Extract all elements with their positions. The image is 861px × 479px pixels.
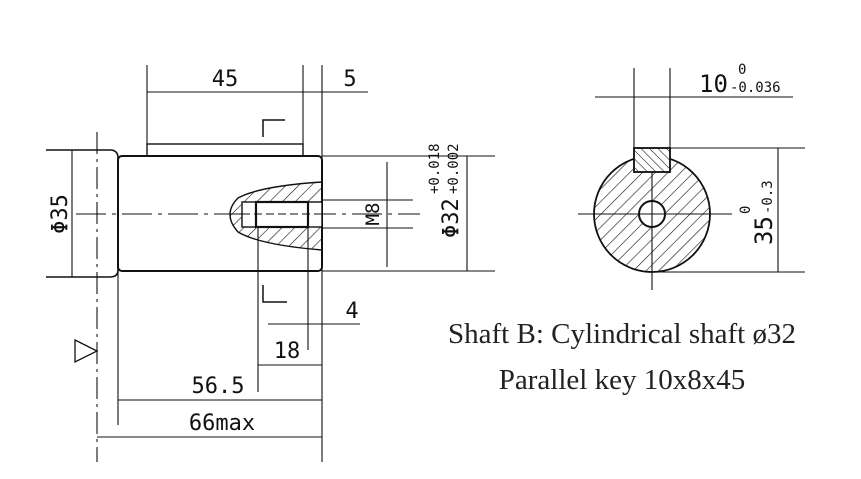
shaft-side-view bbox=[46, 65, 495, 462]
dim-total-length: 66max bbox=[189, 411, 255, 436]
dim-shaft-tol-upper: +0.018 bbox=[427, 143, 443, 194]
dim-thread-depth: 18 bbox=[274, 339, 301, 364]
dim-thread: M8 bbox=[362, 203, 384, 226]
dim-shaft-diameter: Φ32 bbox=[439, 198, 464, 238]
dim-shoulder-diameter: Φ35 bbox=[48, 194, 73, 234]
dim-key-width: 10 bbox=[699, 70, 728, 98]
dim-body-length: 56.5 bbox=[192, 374, 245, 399]
dim-key-width-tol-upper: 0 bbox=[738, 62, 746, 78]
caption-shaft-type: Shaft B: Cylindrical shaft ø32 bbox=[448, 318, 796, 350]
dim-thread-offset: 4 bbox=[345, 299, 358, 324]
dim-key-length: 45 bbox=[212, 67, 239, 92]
dim-key-width-tol-lower: -0.036 bbox=[730, 80, 781, 96]
dim-key-height-tol-upper: 0 bbox=[738, 206, 754, 214]
dim-key-offset: 5 bbox=[343, 67, 356, 92]
dim-key-height: 35 bbox=[750, 216, 778, 245]
shaft-section-view bbox=[578, 68, 805, 290]
dim-key-height-tol-lower: -0.3 bbox=[760, 180, 776, 214]
datum-triangle-icon bbox=[74, 338, 99, 364]
dim-shaft-tol-lower: +0.002 bbox=[446, 143, 462, 194]
caption-key-spec: Parallel key 10x8x45 bbox=[498, 364, 746, 396]
